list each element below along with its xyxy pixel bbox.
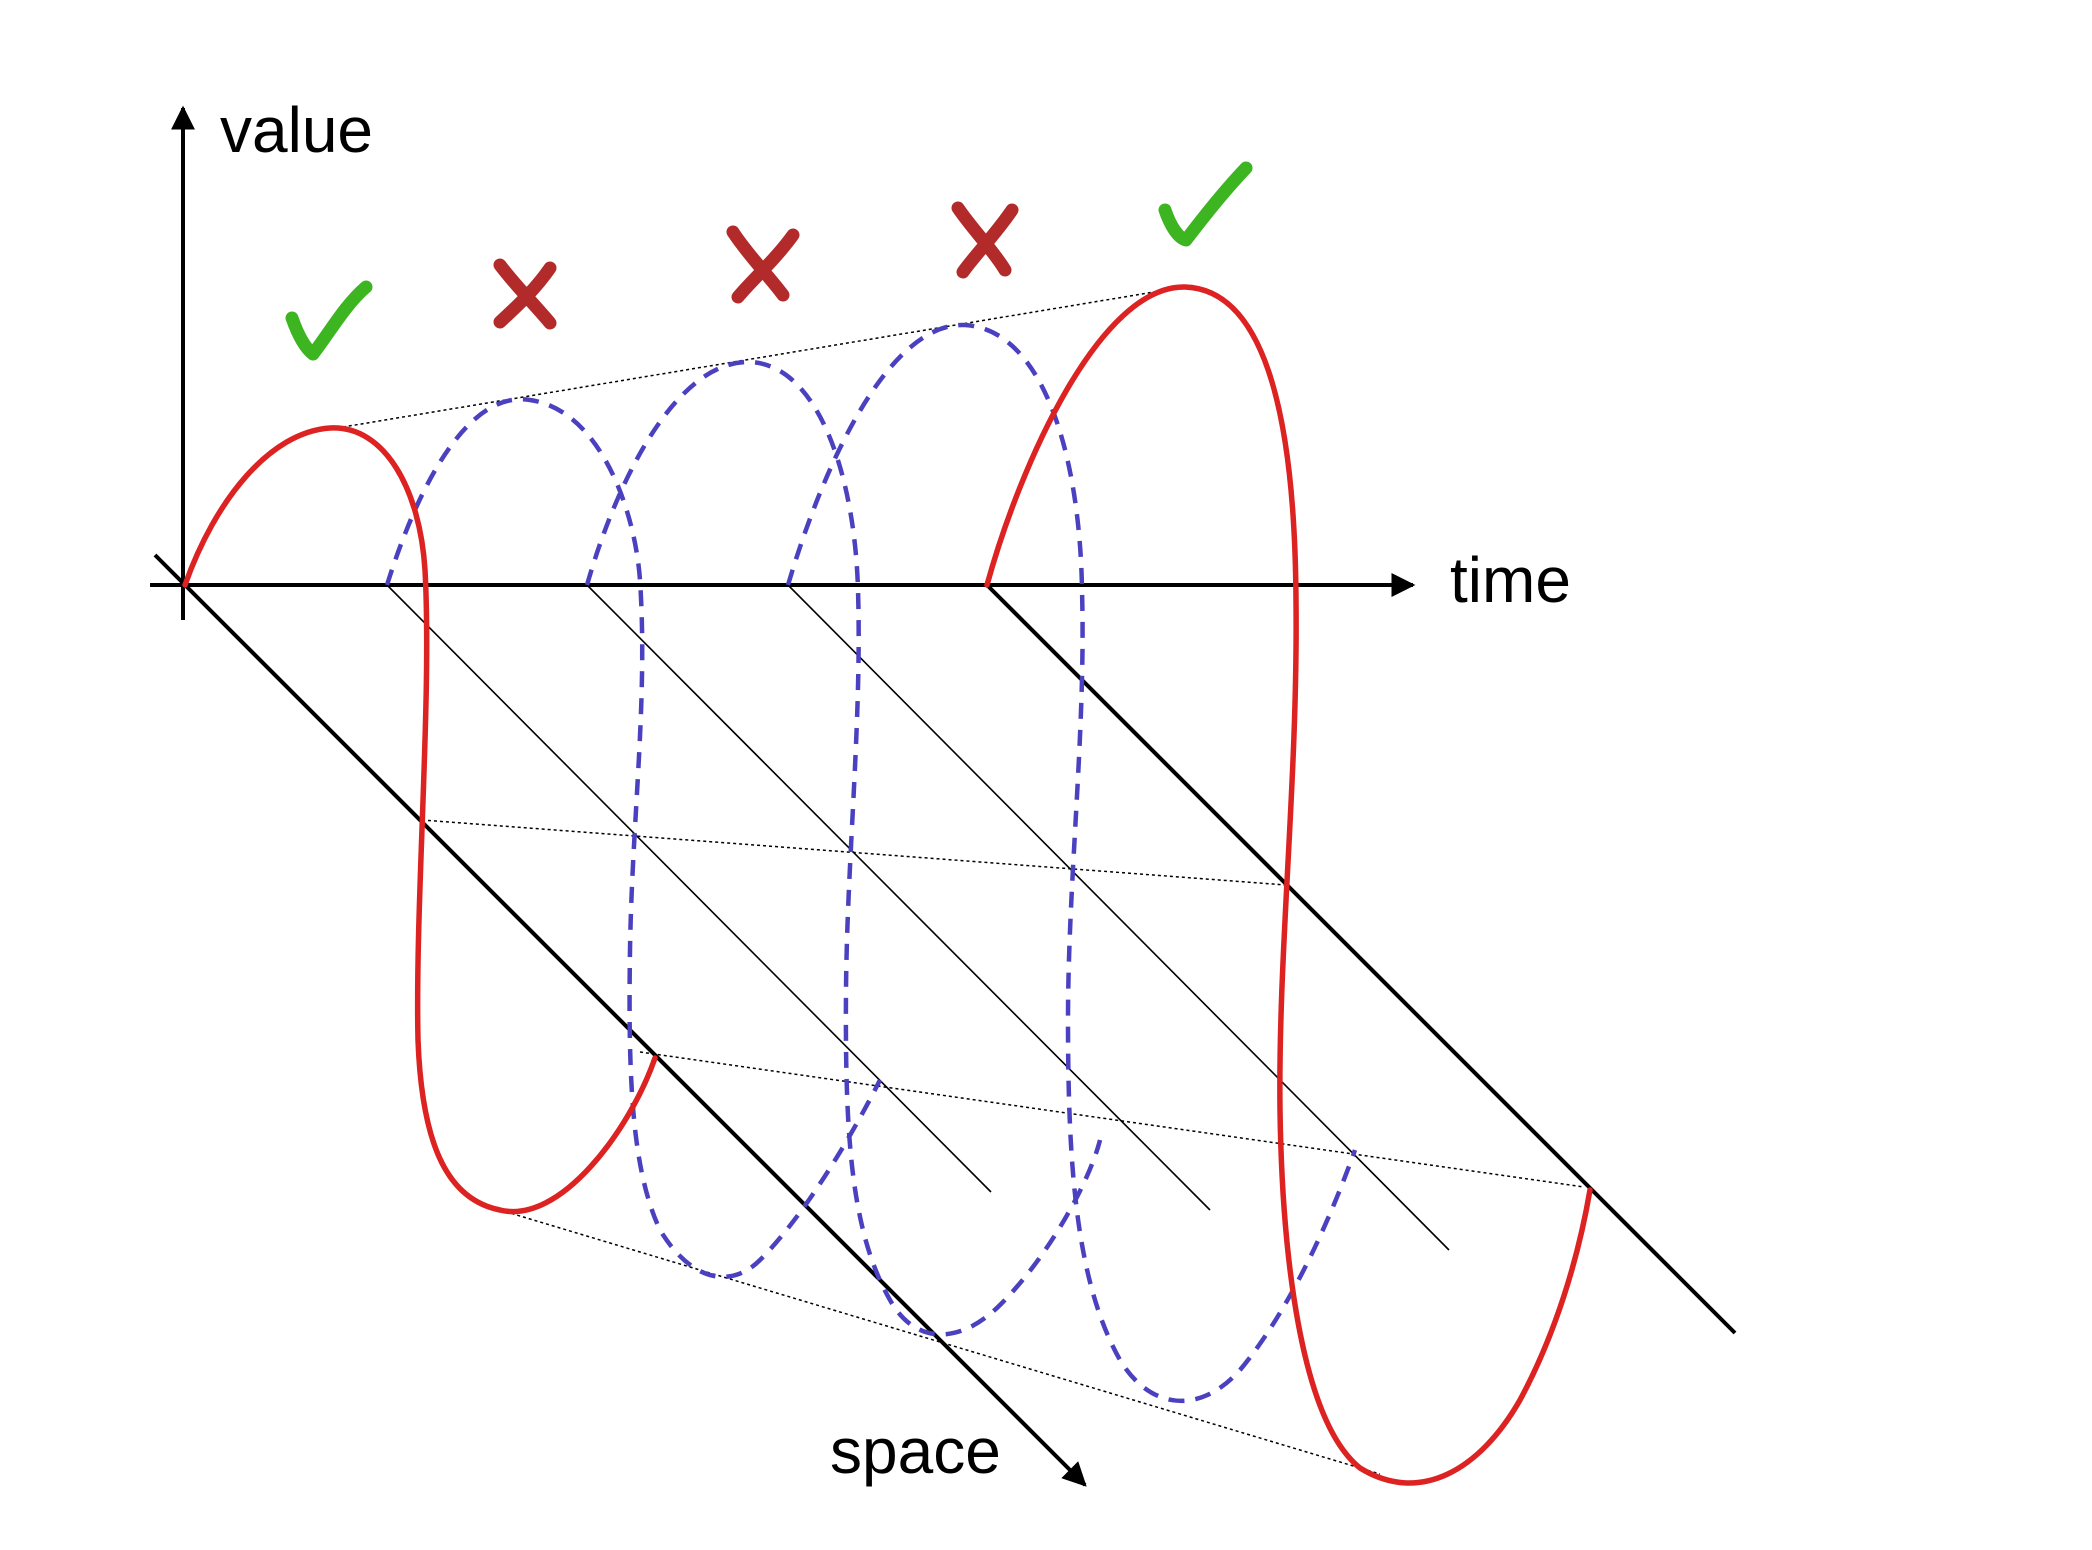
cross-icon [951,201,1019,279]
space-axis [153,553,1087,1487]
sampled-curve-start [182,425,658,1215]
space-axis-label: space [830,1415,1001,1487]
top-envelope-line [330,286,1185,430]
space-line-4 [787,584,1450,1251]
unsampled-curve-2 [384,397,883,1279]
end-space-line [985,583,1737,1335]
space-line-2 [386,584,992,1193]
space-line-3 [586,584,1211,1211]
lower-cross-line [639,1051,1585,1188]
check-icon [1158,161,1253,247]
check-icon [285,280,373,361]
intermediate-space-lines [386,584,1450,1251]
time-axis-label: time [1450,544,1571,616]
unsampled-curve-3 [584,359,1103,1337]
sampled-curve-end [984,284,1593,1486]
value-axis-label: value [220,94,373,166]
axes [150,105,1737,1487]
status-marks [285,161,1253,361]
cross-icon [726,225,800,304]
cross-icon [493,258,557,330]
sampled-curves [182,284,1593,1486]
unsampled-curves [384,322,1358,1404]
unsampled-curve-4 [785,322,1358,1404]
envelope-lines [330,286,1585,1475]
